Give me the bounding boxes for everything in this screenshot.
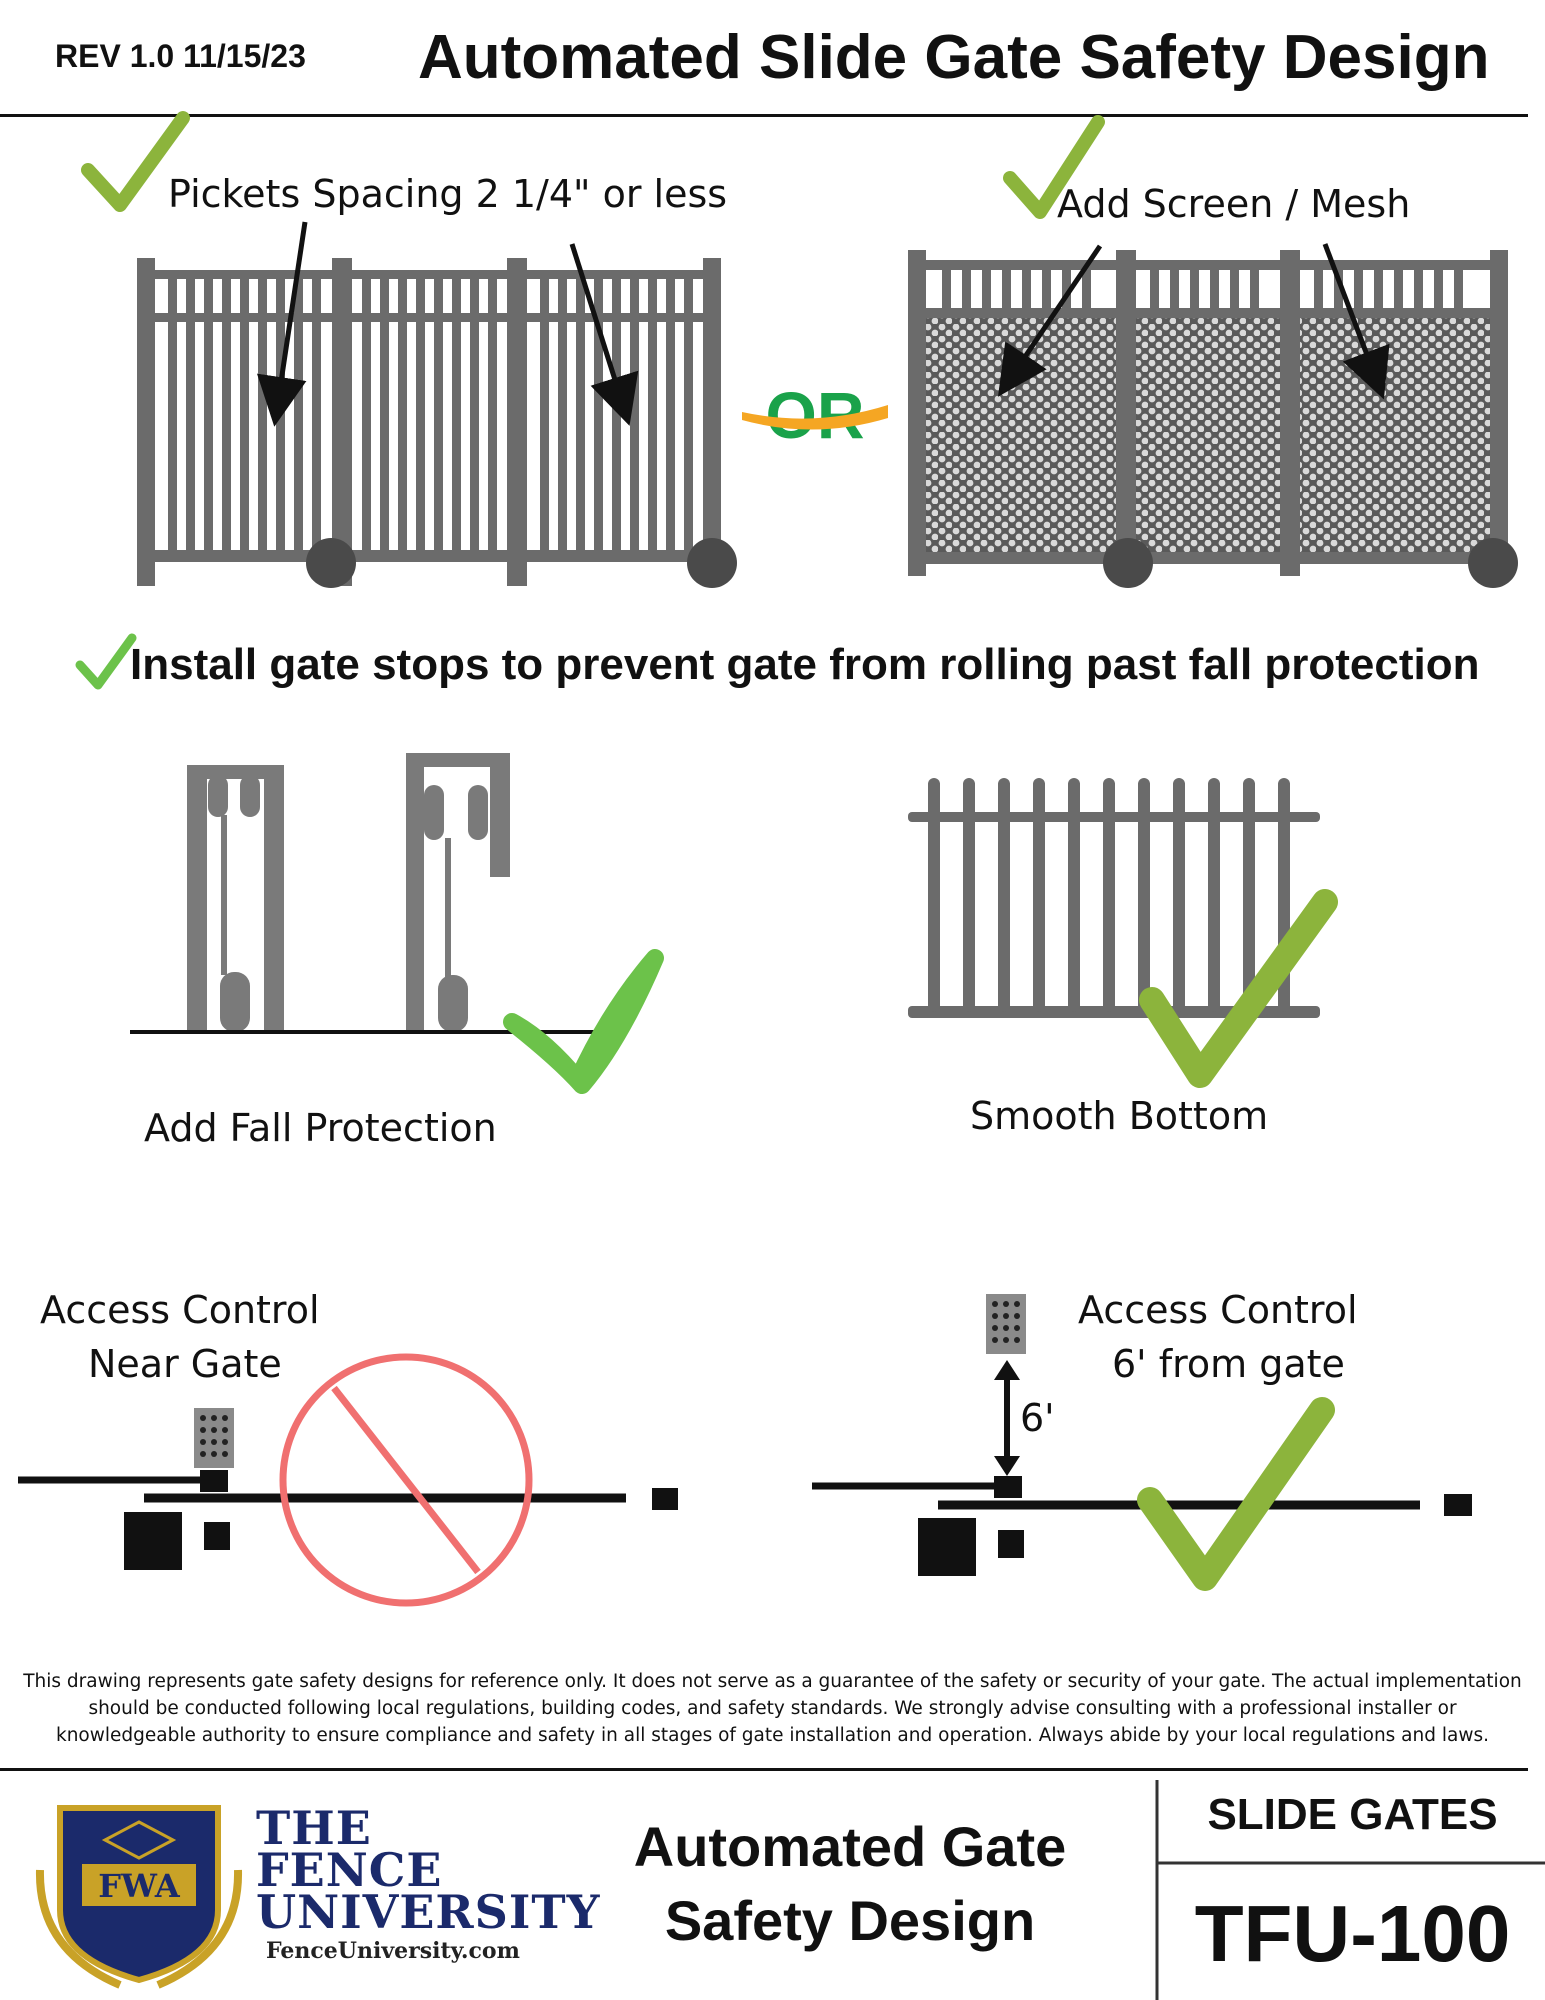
keypad-icon <box>194 1408 234 1468</box>
logo-text-the: THE <box>256 1801 372 1855</box>
access-near-title: Access Control <box>40 1288 320 1332</box>
picket-gate-illustration <box>137 258 737 588</box>
page-title: Automated Slide Gate Safety Design <box>418 23 1490 92</box>
mesh-arrows <box>997 243 1390 400</box>
distance-label: 6' <box>1020 1396 1055 1440</box>
disclaimer-line: should be conducted following local regu… <box>88 1698 1457 1719</box>
fwa-logo: FWA <box>35 1805 243 1989</box>
keypad-icon <box>986 1294 1026 1354</box>
category-label: SLIDE GATES <box>1207 1790 1498 1839</box>
access-near-gate-diagram <box>18 1470 678 1570</box>
access-near-subtitle: Near Gate <box>88 1342 282 1386</box>
logo-text-university: UNIVERSITY <box>256 1885 601 1939</box>
check-icon <box>75 633 137 690</box>
screen-mesh-label: Add Screen / Mesh <box>1057 182 1411 226</box>
document-number: TFU-100 <box>1194 1889 1511 1978</box>
logo-text-fence: FENCE <box>256 1843 443 1897</box>
footer-title: Automated Gate Safety Design <box>610 1810 1090 1958</box>
check-icon <box>503 949 664 1094</box>
access-far-subtitle: 6' from gate <box>1112 1342 1345 1386</box>
distance-arrow <box>994 1360 1020 1476</box>
footer-title-line: Safety Design <box>664 1889 1036 1952</box>
check-icon <box>1003 115 1105 219</box>
header-divider <box>0 114 1528 117</box>
mesh-gate-illustration <box>908 250 1518 588</box>
or-icon: OR <box>742 378 888 452</box>
check-icon <box>1137 1397 1335 1591</box>
picket-spacing-arrows <box>256 221 639 427</box>
smooth-bottom-label: Smooth Bottom <box>970 1094 1269 1138</box>
access-6ft-diagram <box>812 1476 1472 1576</box>
prohibited-icon <box>279 1353 533 1607</box>
check-icon <box>81 111 190 212</box>
revision-label: REV 1.0 11/15/23 <box>55 38 306 74</box>
check-icon <box>1139 889 1338 1088</box>
disclaimer-line: This drawing represents gate safety desi… <box>23 1671 1522 1692</box>
footer-title-line: Automated Gate <box>633 1815 1067 1878</box>
fall-protection-illustration <box>187 753 510 1032</box>
logo-url: FenceUniversity.com <box>266 1938 520 1964</box>
pickets-spacing-label: Pickets Spacing 2 1/4" or less <box>168 172 728 216</box>
disclaimer-line: knowledgeable authority to ensure compli… <box>55 1725 1489 1746</box>
access-far-title: Access Control <box>1078 1288 1358 1332</box>
footer-top-divider <box>0 1768 1528 1771</box>
svg-text:FWA: FWA <box>98 1867 181 1905</box>
fall-protection-label: Add Fall Protection <box>144 1106 497 1150</box>
disclaimer-text: This drawing represents gate safety desi… <box>0 1668 1545 1749</box>
gate-stops-label: Install gate stops to prevent gate from … <box>130 640 1480 689</box>
